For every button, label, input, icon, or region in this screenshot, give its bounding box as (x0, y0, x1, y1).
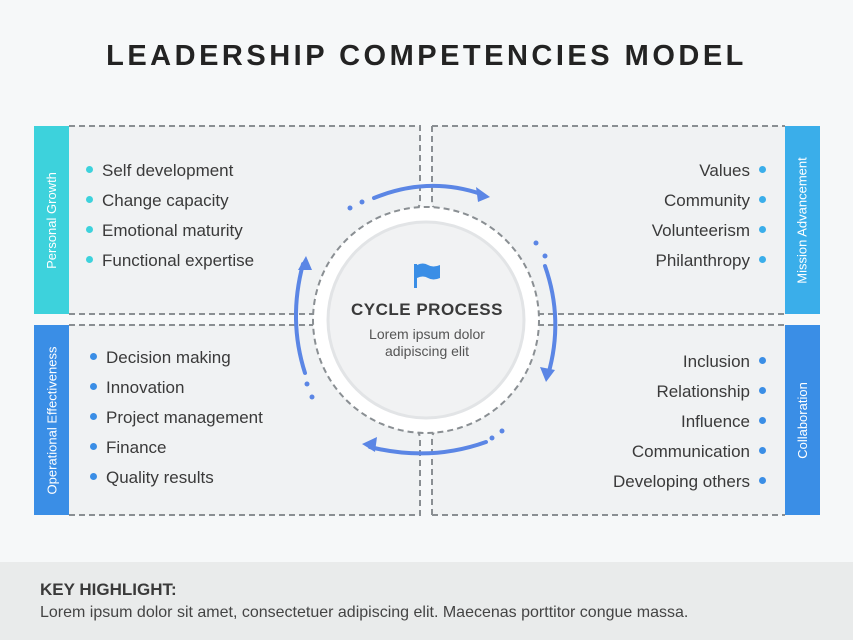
list-item: Change capacity (86, 186, 254, 216)
cycle-subtitle: Lorem ipsum dolor adipiscing elit (336, 326, 518, 360)
list-item: Finance (90, 433, 263, 463)
key-highlight-text: Lorem ipsum dolor sit amet, consectetuer… (40, 604, 689, 621)
list-item: Community (652, 186, 766, 216)
list-item: Project management (90, 403, 263, 433)
cycle-subtitle-line: adipiscing elit (384, 343, 470, 359)
personal-growth-list: Self development Change capacity Emotion… (86, 156, 254, 276)
list-item: Decision making (90, 343, 263, 373)
arrowhead-bottom (362, 437, 377, 452)
label-band-mission-advancement: Mission Advancement (785, 126, 820, 314)
arrow-bottom (368, 440, 488, 456)
list-item: Self development (86, 156, 254, 186)
label-band-personal-growth: Personal Growth (34, 126, 69, 314)
key-highlight-panel (0, 562, 853, 640)
dot (347, 205, 353, 211)
label-band-collaboration: Collaboration (785, 325, 820, 515)
list-item: Developing others (613, 467, 766, 497)
quadrant-label: Collaboration (795, 381, 811, 459)
frame-middle-right (538, 313, 785, 326)
arrowhead-left (298, 256, 312, 270)
cycle-subtitle-line: Lorem ipsum dolor (369, 326, 485, 342)
arrowhead-right (540, 367, 555, 382)
list-item: Volunteerism (652, 216, 766, 246)
key-highlight-title: KEY HIGHLIGHT: (40, 580, 177, 599)
quadrant-label: Personal Growth (44, 171, 60, 269)
list-item: Communication (613, 437, 766, 467)
arrow-top (372, 183, 483, 200)
list-item: Quality results (90, 463, 263, 493)
list-item: Influence (613, 407, 766, 437)
page-title: LEADERSHIP COMPETENCIES MODEL (106, 40, 747, 72)
arrow-right (543, 264, 558, 377)
list-item: Emotional maturity (86, 216, 254, 246)
quadrant-label: Operational Effectiveness (44, 346, 59, 494)
list-item: Functional expertise (86, 246, 254, 276)
dot (489, 435, 495, 441)
operational-effectiveness-list: Decision making Innovation Project manag… (90, 343, 263, 493)
list-item: Inclusion (613, 347, 766, 377)
arrowhead-top (476, 187, 490, 202)
inner-circle (326, 220, 526, 420)
label-band-operational-effectiveness: Operational Effectiveness (34, 325, 69, 515)
quadrant-label: Mission Advancement (795, 156, 811, 284)
mission-advancement-list: Values Community Volunteerism Philanthro… (652, 156, 766, 276)
list-item: Philanthropy (652, 246, 766, 276)
dot (499, 428, 505, 434)
frame-middle-left (69, 313, 316, 326)
arrow-left (293, 262, 307, 375)
list-item: Values (652, 156, 766, 186)
dot (542, 253, 548, 259)
dot (304, 381, 310, 387)
dot (309, 394, 315, 400)
cycle-title: CYCLE PROCESS (351, 300, 503, 319)
dot (533, 240, 539, 246)
cycle-process-text: CYCLE PROCESS Lorem ipsum dolor adipisci… (336, 300, 518, 360)
list-item: Innovation (90, 373, 263, 403)
flag-icon (414, 263, 440, 288)
dot (359, 199, 365, 205)
list-item: Relationship (613, 377, 766, 407)
collaboration-list: Inclusion Relationship Influence Communi… (613, 347, 766, 497)
